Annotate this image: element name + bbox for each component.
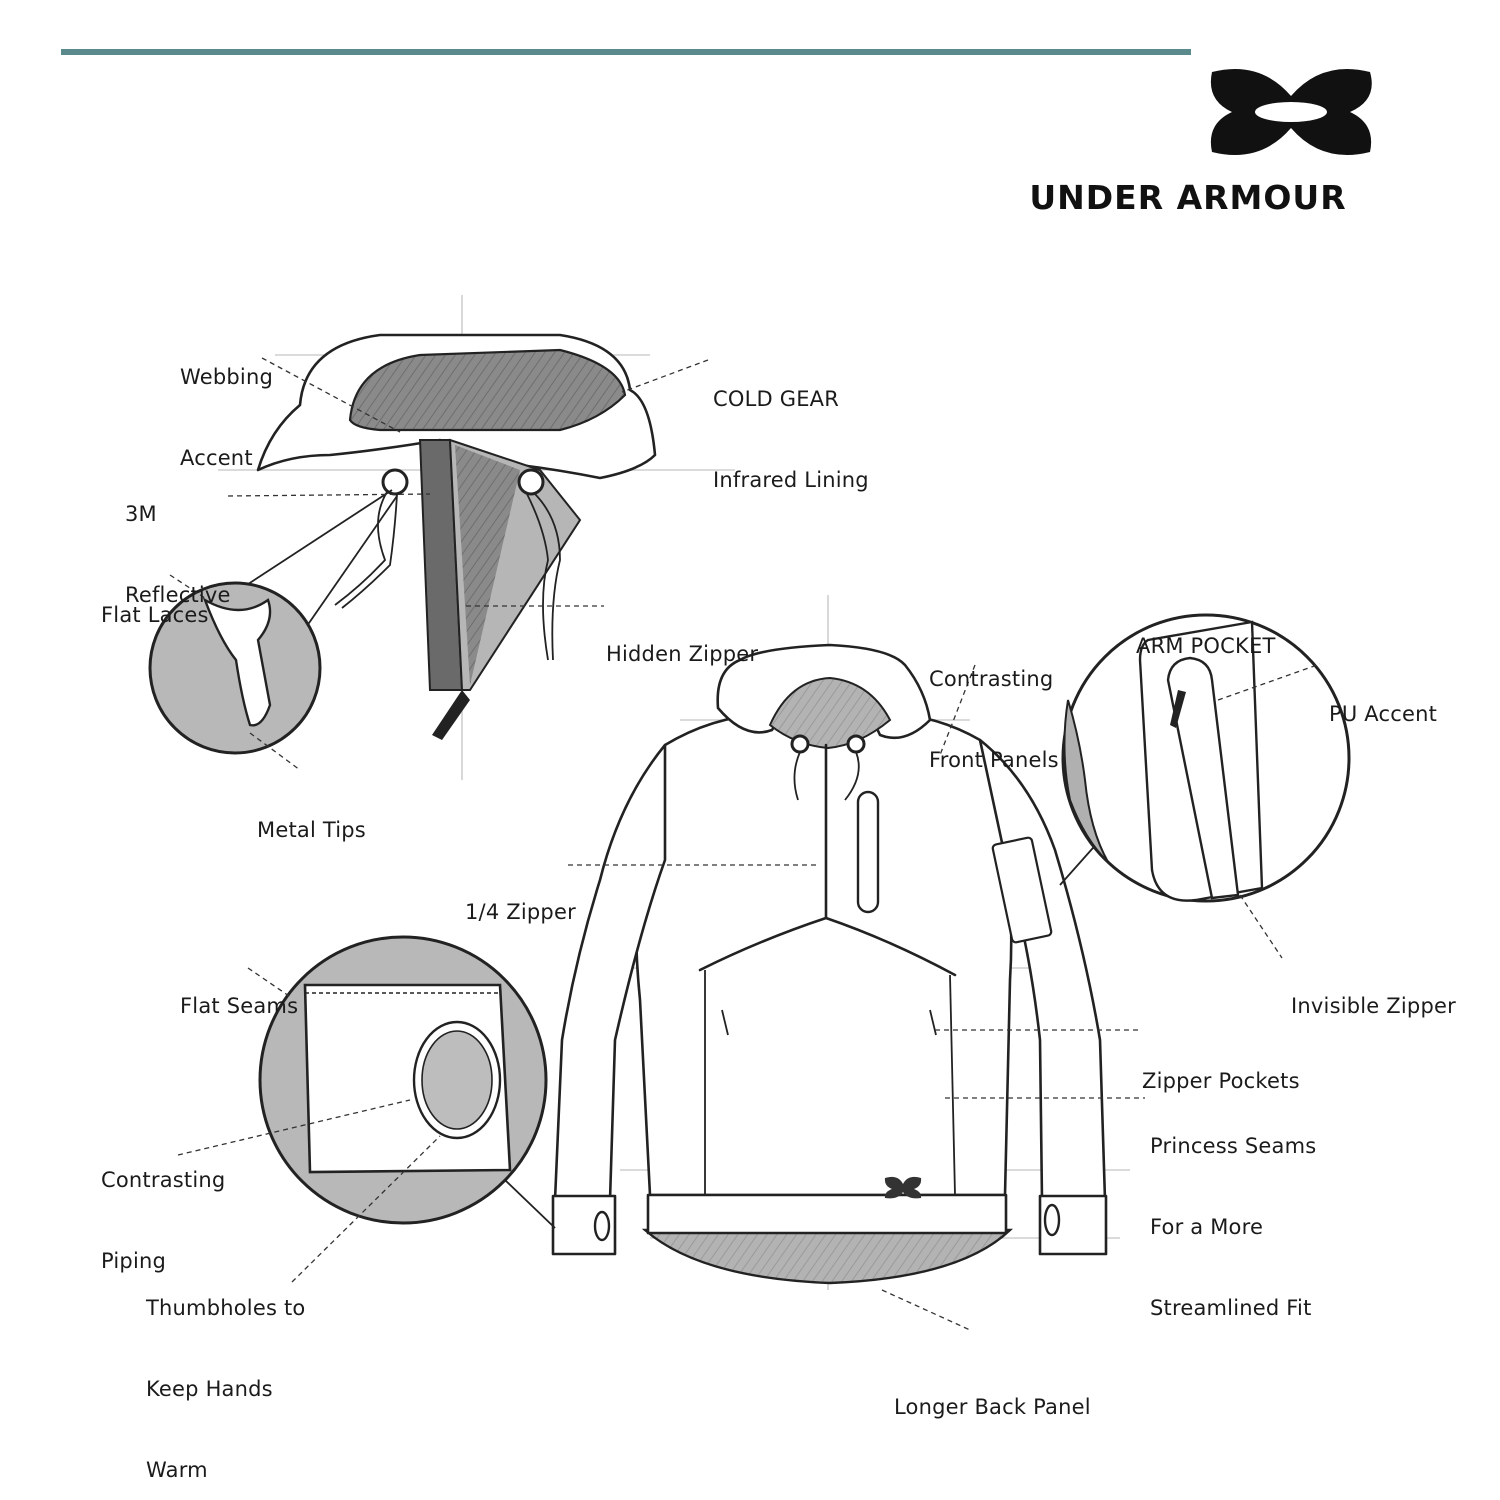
under-armour-logo: [1211, 69, 1372, 155]
callout-line: Hidden Zipper: [606, 641, 758, 668]
flat-seams-detail: [260, 937, 555, 1228]
brand-name: UNDER ARMOUR: [1002, 178, 1374, 217]
callout-line: Metal Tips: [257, 817, 366, 844]
callout-line: Streamlined Fit: [1150, 1295, 1316, 1322]
header-accent-bar: [61, 49, 1191, 55]
callout-flat-laces: Flat Laces: [101, 548, 209, 656]
callout-line: Warm: [146, 1457, 305, 1484]
callout-line: For a More: [1150, 1214, 1316, 1241]
callout-princess-seams: Princess Seams For a More Streamlined Fi…: [1150, 1079, 1316, 1349]
callout-line: PU Accent: [1329, 701, 1437, 728]
callout-longer-back-panel: Longer Back Panel: [894, 1340, 1091, 1448]
callout-line: Flat Laces: [101, 602, 209, 629]
callout-line: Contrasting: [101, 1167, 225, 1194]
callout-line: Flat Seams: [180, 993, 298, 1020]
callout-line: Contrasting: [929, 666, 1059, 693]
callout-line: Thumbholes to: [146, 1295, 305, 1322]
callout-flat-seams: Flat Seams: [180, 939, 298, 1047]
callout-line: Webbing: [180, 364, 273, 391]
callout-hidden-zipper: Hidden Zipper: [606, 587, 758, 695]
callout-line: 3M: [125, 501, 231, 528]
callout-invisible-zipper: Invisible Zipper: [1291, 939, 1456, 1047]
callout-line: ARM POCKET: [1136, 633, 1275, 660]
callout-line: Longer Back Panel: [894, 1394, 1091, 1421]
callout-line: COLD GEAR: [713, 386, 869, 413]
callout-line: 1/4 Zipper: [465, 899, 576, 926]
callout-cold-gear: COLD GEAR Infrared Lining: [713, 332, 869, 521]
callout-line: Invisible Zipper: [1291, 993, 1456, 1020]
callout-line: Front Panels: [929, 747, 1059, 774]
callout-metal-tips: Metal Tips: [257, 763, 366, 871]
callout-line: Princess Seams: [1150, 1133, 1316, 1160]
callout-pu-accent: PU Accent: [1329, 647, 1437, 755]
callout-line: Keep Hands: [146, 1376, 305, 1403]
callout-contrasting-front-panels: Contrasting Front Panels: [929, 612, 1059, 801]
callout-quarter-zipper: 1/4 Zipper: [465, 845, 576, 953]
callout-thumbholes: Thumbholes to Keep Hands Warm: [146, 1241, 305, 1500]
callout-line: Infrared Lining: [713, 467, 869, 494]
callout-arm-pocket: ARM POCKET: [1136, 579, 1275, 687]
